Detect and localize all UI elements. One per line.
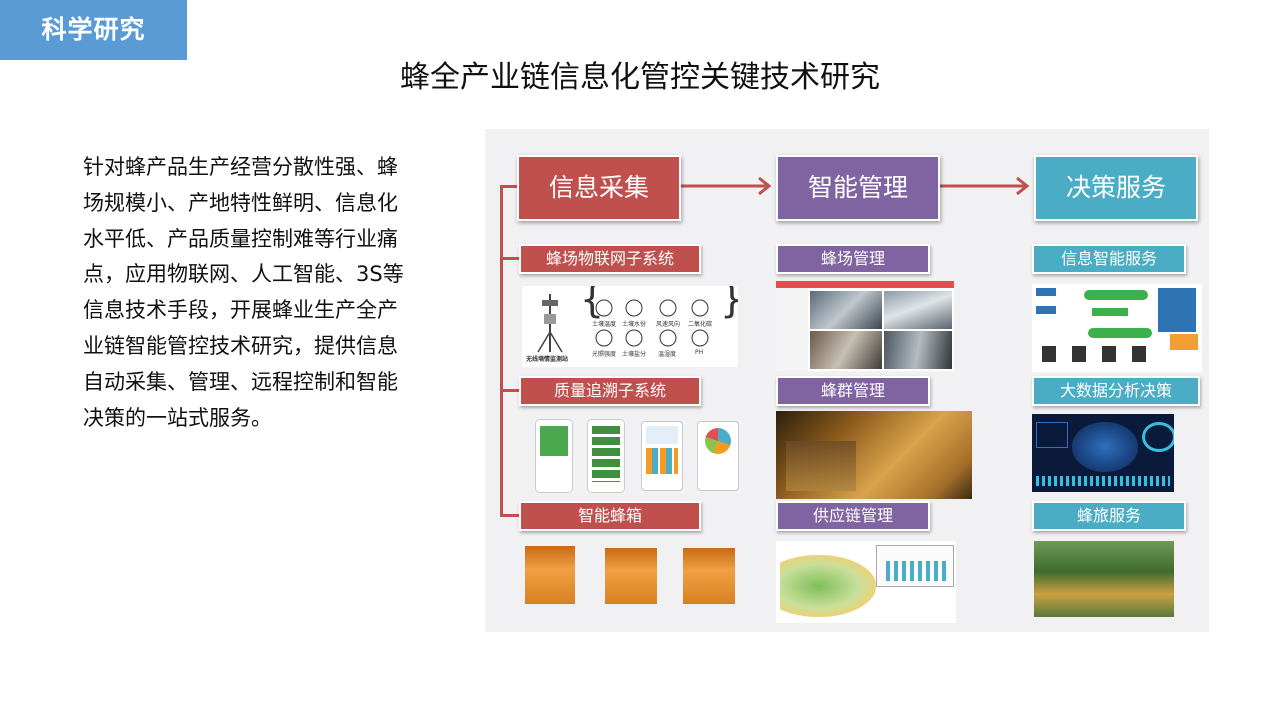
sensor-label: 土壤温度 xyxy=(592,321,617,328)
bigdata-dashboard-image xyxy=(1032,414,1174,492)
bracket-line-2 xyxy=(500,389,520,392)
label-smart-hive: 智能蜂箱 xyxy=(519,501,701,531)
sensor-label: 土壤盐分 xyxy=(622,351,647,358)
diagram-panel: 信息采集 智能管理 决策服务 蜂场物联网子系统 质量追溯子系统 智能蜂箱 蜂场管… xyxy=(485,129,1209,632)
bee-tourism-image xyxy=(1034,541,1174,617)
column-head-collect: 信息采集 xyxy=(517,155,681,221)
sensor-label: 风速风向 xyxy=(656,321,681,328)
apiary-management-image xyxy=(776,281,954,371)
svg-text:}: } xyxy=(720,286,738,321)
bracket-top-line xyxy=(500,185,520,188)
sensor-label: 土壤水份 xyxy=(622,321,647,328)
label-apiary-management: 蜂场管理 xyxy=(776,244,930,274)
weather-station-icon: { } xyxy=(537,286,738,353)
station-caption: 无线墒情监测站 xyxy=(526,356,569,363)
label-iot-subsystem: 蜂场物联网子系统 xyxy=(519,244,701,274)
label-colony-management: 蜂群管理 xyxy=(776,376,930,406)
arrow-collect-to-manage xyxy=(681,176,772,196)
traceability-phones-image xyxy=(525,419,745,494)
bracket-line-3 xyxy=(500,514,520,517)
bracket-vertical-line xyxy=(500,185,503,516)
column-head-manage: 智能管理 xyxy=(776,155,940,221)
label-info-service: 信息智能服务 xyxy=(1032,244,1186,274)
bee-colony-image xyxy=(776,411,972,499)
sensor-station-image: { } 无线墒情监测站 土壤温度 土壤水份 风速风向 二氧化碳 光照强度 土壤盐… xyxy=(522,286,738,367)
sensor-label: 光照强度 xyxy=(592,351,617,358)
info-service-image xyxy=(1032,284,1202,372)
supply-chain-map-image xyxy=(776,541,956,623)
smart-hives-image xyxy=(523,544,743,609)
label-supply-chain: 供应链管理 xyxy=(776,501,930,531)
section-tag: 科学研究 xyxy=(0,0,187,60)
column-head-decide: 决策服务 xyxy=(1034,155,1198,221)
page-title: 蜂全产业链信息化管控关键技术研究 xyxy=(400,60,880,95)
arrow-manage-to-decide xyxy=(939,176,1030,196)
label-bee-tourism: 蜂旅服务 xyxy=(1032,501,1186,531)
sensor-label: 温湿度 xyxy=(658,351,677,358)
sensor-label: PH xyxy=(695,349,704,356)
label-traceability-subsystem: 质量追溯子系统 xyxy=(519,376,701,406)
bracket-line-1 xyxy=(500,257,520,260)
description-text: 针对蜂产品生产经营分散性强、蜂场规模小、产地特性鲜明、信息化水平低、产品质量控制… xyxy=(83,155,404,430)
label-bigdata-decision: 大数据分析决策 xyxy=(1032,376,1200,406)
sensor-label: 二氧化碳 xyxy=(688,321,713,328)
